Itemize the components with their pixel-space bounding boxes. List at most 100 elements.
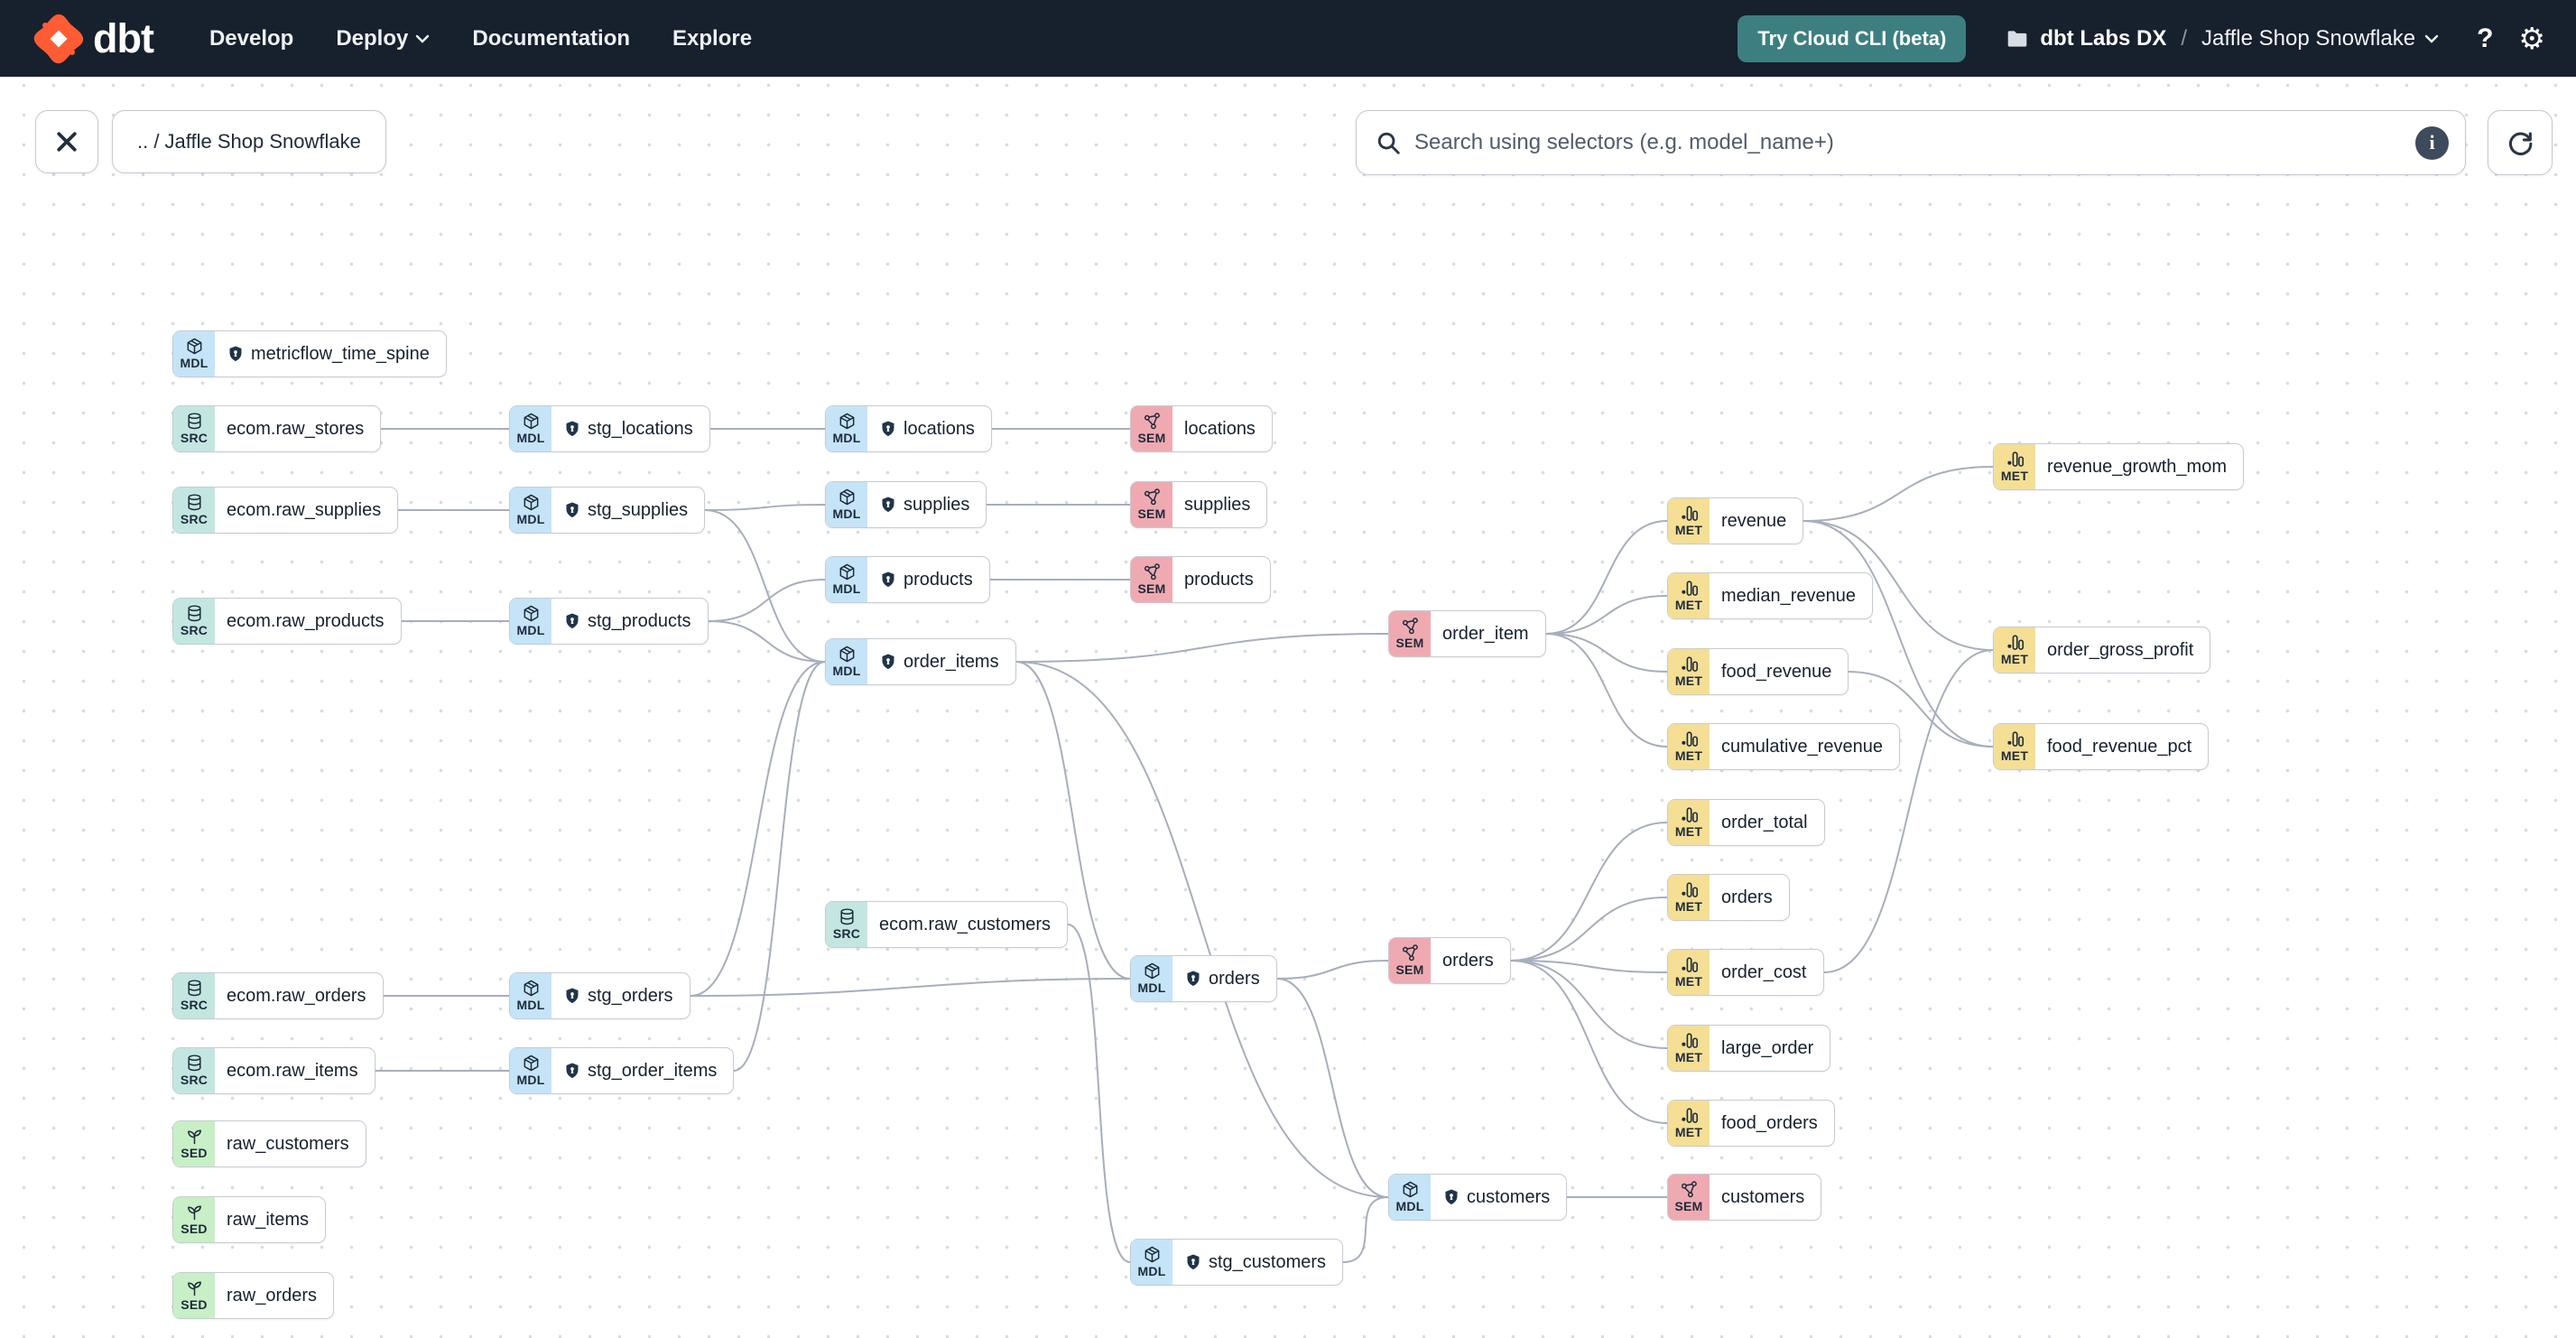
node-label: orders [1442, 950, 1494, 971]
node-mdl_stg_order_items[interactable]: MDL stg_order_items [509, 1047, 735, 1094]
nav-item-develop[interactable]: Develop [208, 25, 294, 51]
mdl-type-badge: MDL [510, 1048, 551, 1093]
node-label: stg_supplies [588, 499, 689, 520]
node-body: ecom.raw_products [215, 599, 401, 644]
close-lineage-button[interactable] [35, 110, 98, 173]
metric-bars-icon [1680, 805, 1699, 824]
type-label: MDL [180, 356, 208, 371]
nav-item-deploy[interactable]: Deploy [336, 26, 430, 51]
src-type-badge: SRC [173, 973, 215, 1018]
type-label: MDL [1395, 1199, 1424, 1214]
model-cube-icon [522, 979, 541, 998]
main-nav: Develop Deploy Documentation Explore [209, 26, 752, 51]
node-body: stg_orders [551, 973, 690, 1018]
type-label: MDL [832, 664, 861, 679]
node-mdl_stg_orders[interactable]: MDL stg_orders [509, 972, 690, 1019]
node-body: products [867, 557, 989, 602]
type-label: SEM [1395, 962, 1424, 978]
shield-icon [563, 987, 581, 1005]
src-type-badge: SRC [826, 902, 867, 947]
type-label: MDL [516, 998, 545, 1013]
shield-icon [563, 1062, 581, 1080]
nav-item-documentation[interactable]: Documentation [472, 25, 631, 51]
node-label: customers [1721, 1186, 1805, 1207]
node-body: supplies [867, 482, 986, 527]
node-label: stg_customers [1209, 1251, 1327, 1272]
navbar-right: Try Cloud CLI (beta) dbt Labs DX / Jaffl… [1737, 14, 2576, 62]
help-icon[interactable]: ? [2477, 23, 2494, 53]
database-icon [185, 493, 204, 512]
gear-icon[interactable]: ⚙ [2518, 21, 2545, 56]
node-label: order_total [1721, 812, 1808, 832]
brand-wordmark: dbt [93, 14, 154, 61]
node-mdl_stg_supplies[interactable]: MDL stg_supplies [509, 487, 706, 534]
project-selector[interactable]: Jaffle Shop Snowflake [2201, 26, 2439, 51]
navbar-icon-buttons: ? ⚙ [2477, 23, 2545, 54]
refresh-lineage-button[interactable] [2488, 110, 2553, 175]
node-label: order_item [1442, 623, 1529, 644]
edge-sem_order_item--met_cumulative_revenue [1545, 633, 1668, 748]
mdl-type-badge: MDL [510, 599, 551, 644]
project-breadcrumb: dbt Labs DX / Jaffle Shop Snowflake [2006, 26, 2439, 51]
search-input[interactable] [1414, 130, 2415, 155]
mdl-type-badge: MDL [826, 557, 867, 602]
selector-search-bar: i [1356, 110, 2466, 175]
node-sem_orders[interactable]: SEM orders [1388, 937, 1511, 984]
dbt-logo-icon[interactable] [32, 13, 85, 65]
lineage-breadcrumb-chip[interactable]: .. / Jaffle Shop Snowflake [112, 110, 386, 173]
met-type-badge: MET [1668, 800, 1710, 845]
node-met_order_total[interactable]: MET order_total [1667, 799, 1825, 846]
type-label: SED [181, 1146, 208, 1161]
mdl-type-badge: MDL [510, 488, 551, 533]
node-label: ecom.raw_items [227, 1060, 358, 1081]
metric-bars-icon [2006, 729, 2025, 748]
node-label: stg_order_items [588, 1060, 718, 1081]
type-label: MET [1674, 1050, 1703, 1065]
edge-mdl_stg_orders--mdl_order_items [690, 661, 826, 997]
node-body: revenue [1710, 498, 1802, 544]
info-icon[interactable]: i [2415, 125, 2449, 160]
edge-mdl_stg_supplies--mdl_order_items [704, 509, 826, 663]
node-body: orders [1431, 938, 1510, 983]
nav-item-explore[interactable]: Explore [672, 25, 753, 51]
try-cloud-cli-button[interactable]: Try Cloud CLI (beta) [1737, 14, 1967, 62]
org-name[interactable]: dbt Labs DX [2040, 25, 2167, 51]
type-label: MET [1674, 748, 1703, 764]
